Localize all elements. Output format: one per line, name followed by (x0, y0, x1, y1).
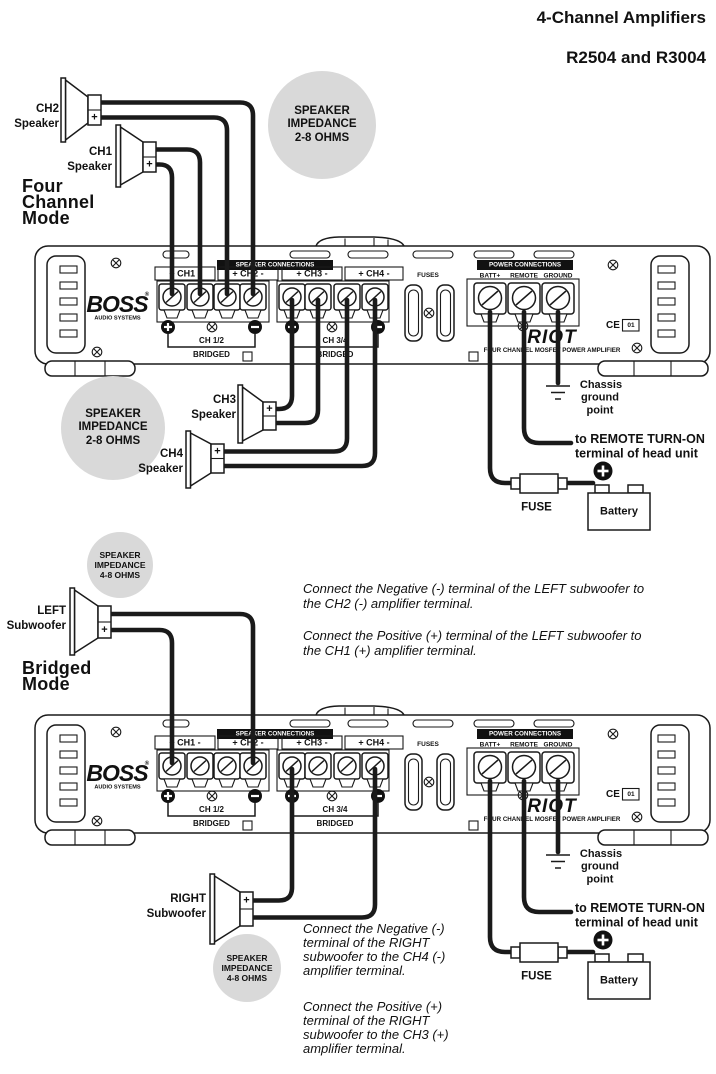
impedance-bubble-2-8-bottom: SPEAKER IMPEDANCE 2-8 OHMS (61, 376, 165, 480)
ch1-negative-wire (153, 147, 203, 297)
plus-marker: + (243, 895, 249, 907)
bridged-diagram: + + (35, 587, 710, 999)
page-title-line1: 4-Channel Amplifiers (536, 8, 706, 27)
left-subwoofer: + (69, 587, 112, 656)
right-subwoofer-label: RIGHT Subwoofer (146, 893, 206, 920)
right-sub-negative-wire (250, 766, 378, 920)
instruction-right-negative: Connect the Negative (-) terminal of the… (303, 921, 446, 978)
ch2-speaker-label: CH2 Speaker (14, 103, 59, 130)
impedance-bubble-4-8-right: SPEAKER IMPEDANCE 4-8 OHMS (213, 934, 281, 1002)
ch3-speaker: + (237, 384, 277, 444)
left-sub-positive-wire (108, 627, 175, 766)
right-subwoofer: + (209, 873, 254, 945)
ch4-speaker-label: CH4 Speaker (138, 448, 183, 475)
bridged-mode-heading: Bridged Mode (22, 658, 92, 694)
ch2-positive-wire (98, 115, 230, 297)
instruction-left-positive: Connect the Positive (+) terminal of the… (303, 628, 642, 658)
impedance-bubble-4-8-left: SPEAKER IMPEDANCE 4-8 OHMS (87, 532, 153, 598)
page-title-line2: R2504 and R3004 (566, 48, 706, 67)
ch4-speaker: + (185, 430, 225, 489)
four-channel-mode-heading: Four Channel Mode (22, 176, 95, 228)
four-channel-diagram: + + + + (35, 77, 710, 530)
ch3-positive-wire (273, 297, 295, 412)
plus-marker: + (266, 403, 272, 415)
instruction-right-positive: Connect the Positive (+) terminal of the… (303, 999, 449, 1056)
left-sub-negative-wire (108, 611, 256, 766)
ch2-negative-wire (98, 100, 256, 297)
ch3-negative-wire (273, 297, 321, 426)
ch1-speaker: + (115, 124, 157, 188)
plus-marker: + (101, 624, 107, 636)
left-subwoofer-label: LEFT Subwoofer (6, 605, 66, 632)
page-title: 4-Channel Amplifiers R2504 and R3004 (537, 8, 706, 68)
ch4-negative-wire (221, 297, 378, 469)
ch1-speaker-label: CH1 Speaker (67, 146, 112, 173)
ch3-speaker-label: CH3 Speaker (191, 394, 236, 421)
impedance-bubble-2-8-top: SPEAKER IMPEDANCE 2-8 OHMS (268, 71, 376, 179)
instruction-left-negative: Connect the Negative (-) terminal of the… (303, 581, 645, 611)
ch1-positive-wire (153, 162, 175, 297)
plus-marker: + (214, 446, 220, 458)
ch4-positive-wire (221, 297, 350, 454)
right-sub-positive-wire (250, 766, 295, 903)
plus-marker: + (91, 112, 97, 124)
ch2-speaker: + (60, 77, 102, 143)
plus-marker: + (146, 159, 152, 171)
